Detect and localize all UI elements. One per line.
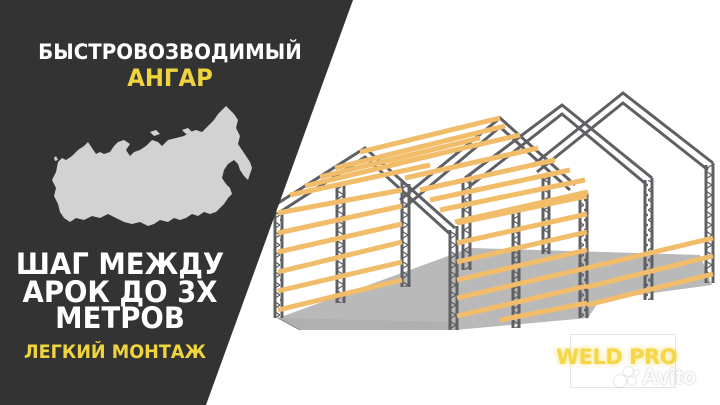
headline-accent: АНГАР (127, 64, 213, 92)
feature-line-2: АРОК ДО 3Х (22, 275, 218, 309)
headline: БЫСТРОВОЗВОДИМЫЙ (38, 40, 302, 65)
feature-line-1: ШАГ МЕЖДУ (15, 247, 225, 281)
watermark-text: Avito (642, 364, 697, 389)
russia-map-icon (52, 106, 252, 226)
tagline: ЛЕГКИЙ МОНТАЖ (24, 342, 206, 363)
watermark-frame (570, 334, 676, 388)
brand-logo: WELD PRO (556, 345, 678, 369)
feature-line-3: МЕТРОВ (55, 301, 185, 335)
avito-logo-icon (614, 366, 640, 388)
avito-watermark: Avito (614, 364, 696, 390)
